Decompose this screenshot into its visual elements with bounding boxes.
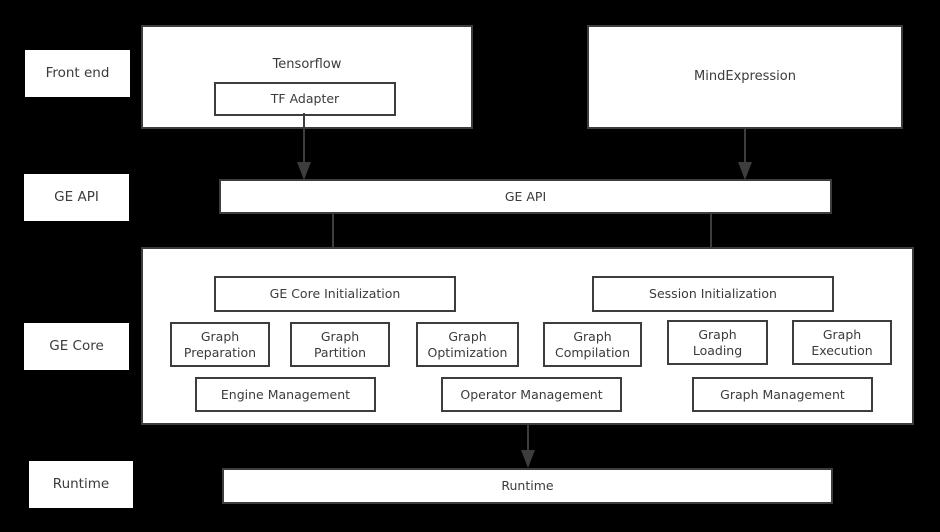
tensorflow-container[interactable]: Tensorflow TF Adapter [141,25,473,129]
module-graph-compilation[interactable]: Graph Compilation [543,322,642,367]
layer-label-runtime-text: Runtime [52,476,110,493]
tensorflow-title: Tensorflow [272,57,342,72]
ge-core-initialization-box[interactable]: GE Core Initialization [214,276,456,312]
graph-management-label: Graph Management [720,386,845,402]
connector-tf-adapter-to-ge-api [303,113,305,163]
module-graph-optimization-line2: Optimization [427,344,508,360]
layer-label-front-end: Front end [25,50,130,97]
ge-api-bar[interactable]: GE API [219,179,832,214]
layer-label-front-end-text: Front end [45,65,110,82]
module-graph-execution-line1: Graph [822,326,862,342]
module-graph-preparation-line2: Preparation [183,344,257,360]
engine-management-box[interactable]: Engine Management [195,377,376,412]
arrowhead-tf-adapter-to-ge-api [296,160,312,180]
operator-management-box[interactable]: Operator Management [441,377,622,412]
layer-label-ge-core-text: GE Core [49,338,104,355]
module-graph-optimization-line1: Graph [448,328,487,344]
module-graph-loading-line1: Graph [698,326,737,342]
layer-label-ge-api-text: GE API [54,189,99,206]
session-initialization-box[interactable]: Session Initialization [592,276,834,312]
ge-api-bar-label: GE API [504,188,547,204]
module-graph-partition[interactable]: Graph Partition [290,322,390,367]
module-graph-partition-line1: Graph [320,328,360,344]
module-graph-compilation-line1: Graph [573,328,612,344]
connector-ge-api-to-session-init [710,214,712,261]
module-graph-preparation[interactable]: Graph Preparation [170,322,270,367]
mindexpression-label: MindExpression [694,68,796,84]
layer-label-ge-api: GE API [24,174,129,221]
engine-management-label: Engine Management [220,386,351,402]
operator-management-label: Operator Management [460,386,603,402]
module-graph-compilation-line2: Compilation [554,344,631,360]
runtime-bar-label: Runtime [501,478,554,494]
arrowhead-ge-core-to-runtime [520,448,536,468]
graph-management-box[interactable]: Graph Management [692,377,873,412]
module-graph-execution[interactable]: Graph Execution [792,320,892,365]
layer-label-runtime: Runtime [29,461,133,508]
mindexpression-container[interactable]: MindExpression [587,25,903,129]
layer-label-ge-core: GE Core [24,323,129,370]
runtime-bar[interactable]: Runtime [222,468,833,504]
module-graph-optimization[interactable]: Graph Optimization [416,322,519,367]
module-graph-loading-line2: Loading [692,342,743,358]
ge-core-initialization-label: GE Core Initialization [269,286,401,302]
arrowhead-mindexpression-to-ge-api [737,160,753,180]
session-initialization-label: Session Initialization [649,286,777,302]
module-graph-loading[interactable]: Graph Loading [667,320,768,365]
connector-ge-core-to-runtime [527,425,529,454]
ge-core-container[interactable]: GE Core Initialization Session Initializ… [141,247,914,425]
tf-adapter-box[interactable]: TF Adapter [214,82,396,116]
tf-adapter-label: TF Adapter [270,91,340,107]
module-graph-preparation-line1: Graph [200,328,240,344]
connector-mindexpression-to-ge-api [744,129,746,163]
connector-ge-api-to-ge-core-init [332,214,334,261]
module-graph-execution-line2: Execution [811,342,873,358]
module-graph-partition-line2: Partition [313,344,367,360]
